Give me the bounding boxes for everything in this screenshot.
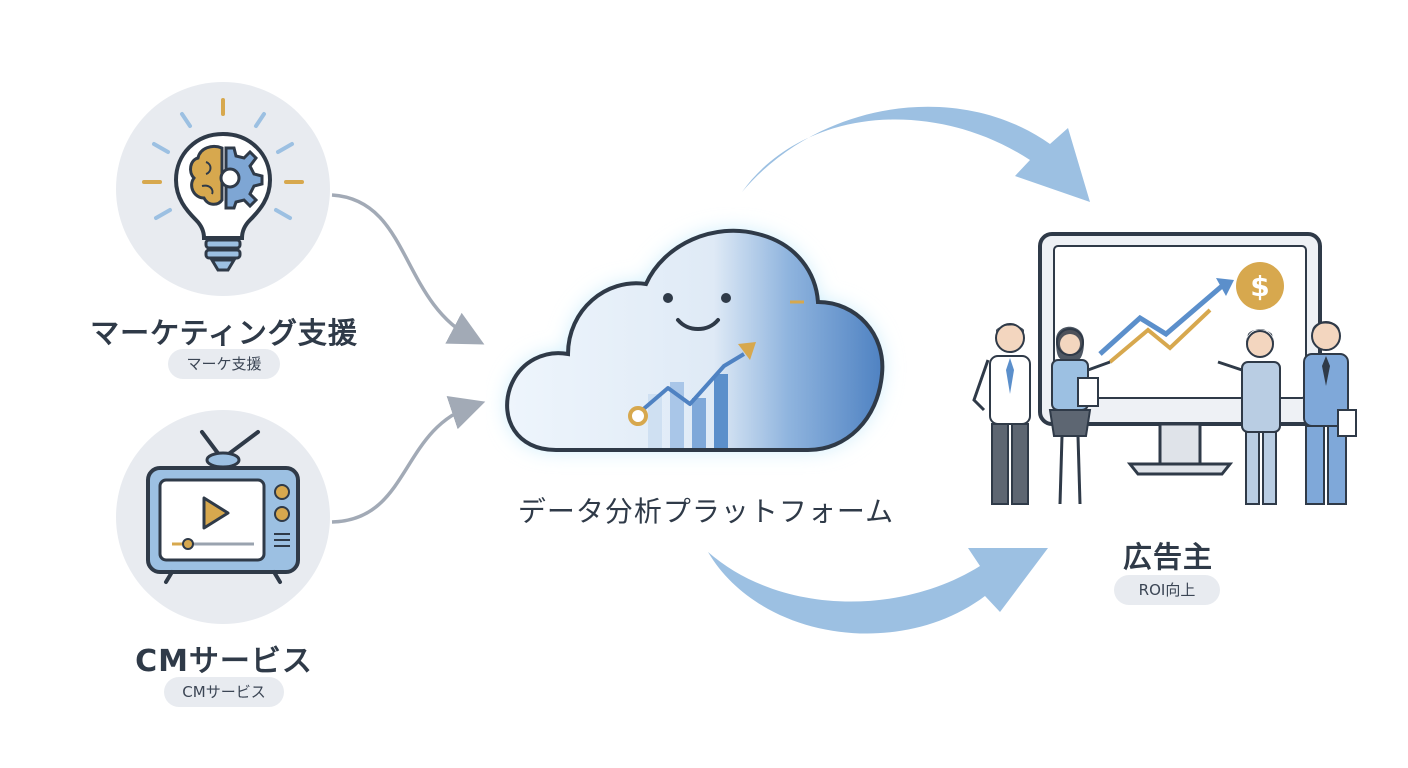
- arrow-platform-to-advertiser-top: [742, 106, 1090, 202]
- person-1: [972, 323, 1031, 505]
- platform-title: データ分析プラットフォーム: [517, 495, 895, 528]
- monitor-business-people-icon: $: [972, 232, 1357, 505]
- arrow-cm-to-platform: [331, 396, 486, 524]
- tv-play-icon: [146, 430, 300, 584]
- advertiser-title: 広告主: [1122, 540, 1213, 574]
- arrow-platform-to-advertiser-bottom: [708, 548, 1048, 634]
- lightbulb-brain-gear-icon: [142, 98, 304, 272]
- person-2: [1048, 326, 1111, 505]
- advertiser-pill: ROI向上: [1114, 575, 1220, 605]
- smiling-cloud-chart-icon: [505, 228, 885, 452]
- arrow-marketing-to-platform: [331, 193, 485, 345]
- svg-text:$: $: [1250, 270, 1269, 303]
- marketing-circle: [116, 82, 330, 296]
- person-3: [1217, 329, 1281, 505]
- platform-cloud: [486, 198, 926, 488]
- marketing-pill: マーケ支援: [168, 349, 280, 379]
- marketing-title: マーケティング支援: [90, 316, 358, 350]
- cm-title: CMサービス: [135, 644, 313, 679]
- person-4: [1303, 321, 1357, 505]
- advertiser-illustration: $: [960, 230, 1380, 530]
- cm-pill: CMサービス: [164, 677, 284, 707]
- cm-circle: [116, 410, 330, 624]
